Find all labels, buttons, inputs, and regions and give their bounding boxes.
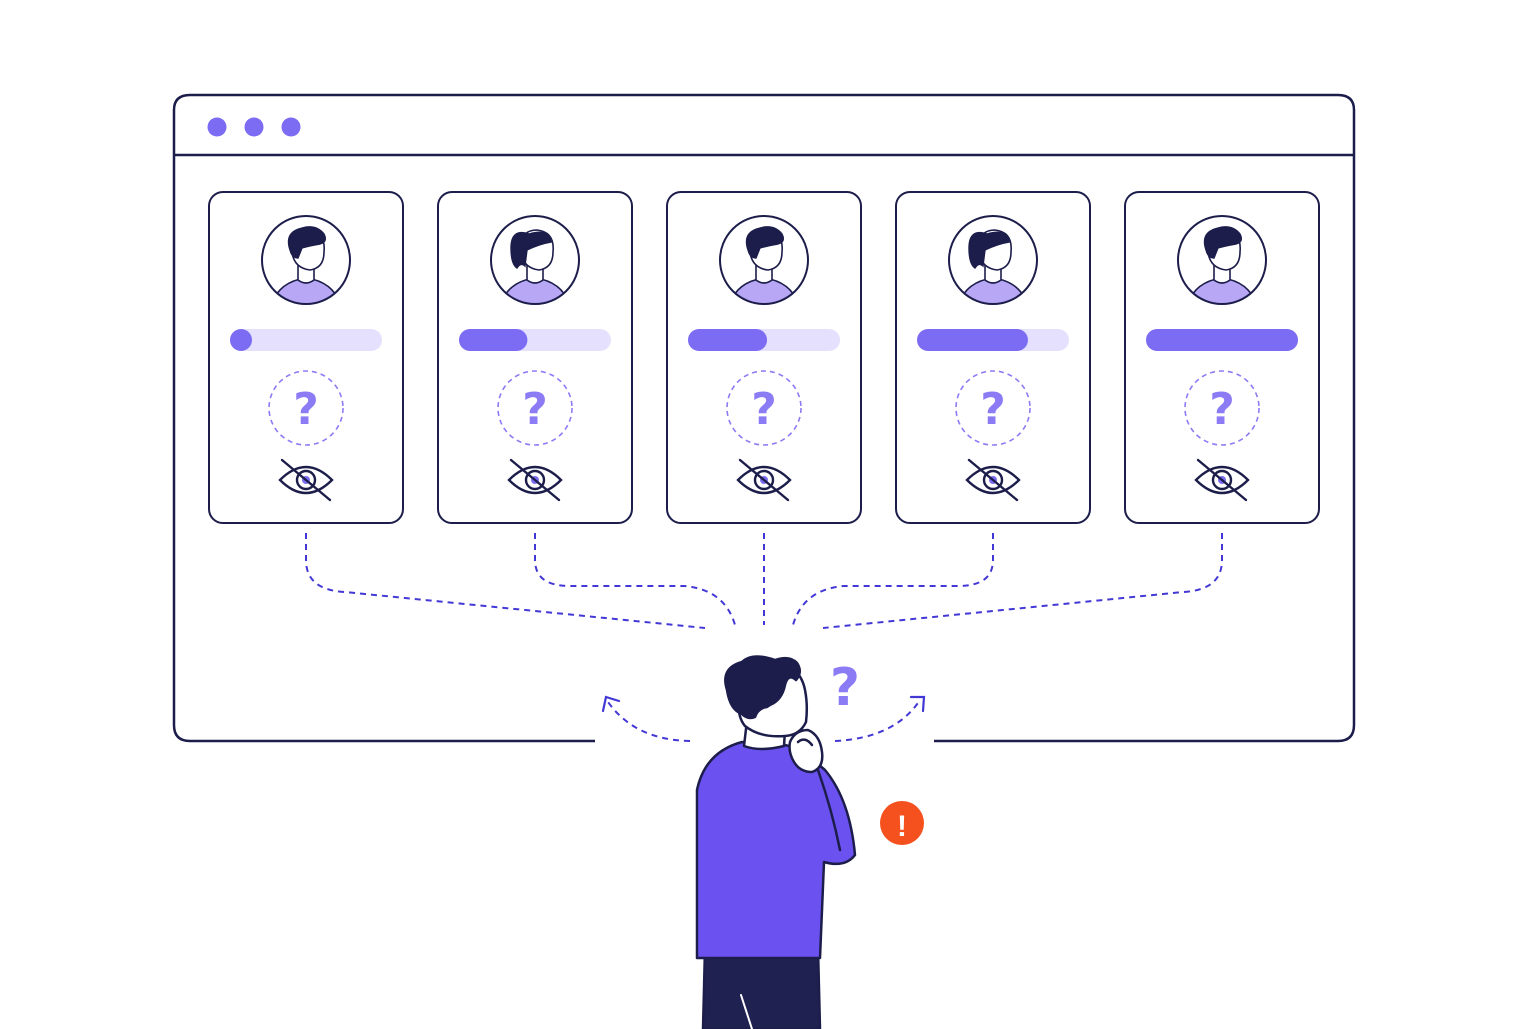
profile-card[interactable]: ?	[208, 191, 404, 524]
person-trousers-fold	[740, 994, 753, 1029]
progress-fill	[917, 329, 1028, 351]
person-forearm	[816, 768, 842, 852]
eye-slash-icon[interactable]	[507, 458, 563, 502]
browser-window-frame	[172, 93, 1356, 743]
window-dot-3[interactable]	[281, 117, 301, 137]
question-circle	[1184, 370, 1260, 446]
question-circle	[726, 370, 802, 446]
avatar-hair	[968, 231, 1010, 269]
progress-fill	[459, 329, 528, 351]
avatar-hair	[287, 226, 327, 259]
question-mark: ?	[522, 384, 548, 435]
alert-icon	[880, 801, 924, 845]
browser-window	[172, 93, 1356, 743]
eye-slash-icon[interactable]	[1194, 458, 1250, 502]
eye-slash-icon[interactable]	[965, 458, 1021, 502]
connector-1	[305, 533, 706, 629]
avatar-ring	[490, 215, 580, 305]
person-trousers	[701, 946, 822, 1029]
progress-fill	[1146, 329, 1298, 351]
progress-track	[230, 329, 382, 351]
question-mark: ?	[293, 384, 319, 435]
connector-2	[534, 533, 736, 626]
profile-card[interactable]: ?	[666, 191, 862, 524]
connectors	[305, 533, 1223, 742]
question-circle	[268, 370, 344, 446]
question-mark: ?	[980, 384, 1006, 435]
window-dot-1[interactable]	[207, 117, 227, 137]
eye-slash-icon[interactable]	[736, 458, 792, 502]
arrowhead-left-icon	[601, 695, 621, 713]
avatar-ring	[1177, 215, 1267, 305]
alert-symbol: !	[897, 810, 907, 843]
person-hand	[788, 728, 824, 774]
profile-cards: ?????	[208, 191, 1320, 524]
profile-card-frame	[895, 191, 1091, 524]
window-dot-2[interactable]	[244, 117, 264, 137]
profile-card-frame	[437, 191, 633, 524]
uncertain-arrow-right	[834, 699, 921, 742]
progress-fill	[688, 329, 768, 351]
profile-card-frame	[1124, 191, 1320, 524]
profile-card[interactable]: ?	[895, 191, 1091, 524]
profile-card-frame	[208, 191, 404, 524]
connector-4	[792, 533, 994, 626]
avatar-ring	[719, 215, 809, 305]
arrowheads	[601, 695, 926, 713]
avatar-ring	[948, 215, 1038, 305]
alert-badge: !	[880, 801, 924, 845]
avatar-hair	[510, 231, 552, 269]
question-mark: ?	[751, 384, 777, 435]
thought-question-mark: ?	[830, 658, 860, 718]
question-circle	[955, 370, 1031, 446]
thinking-person	[695, 655, 857, 1029]
avatar-hair	[745, 226, 785, 259]
connector-5	[822, 533, 1223, 629]
arrowhead-right-icon	[909, 695, 926, 713]
person-hair	[724, 655, 801, 720]
person-torso	[695, 740, 857, 960]
person-finger	[796, 738, 814, 747]
profile-card[interactable]: ?	[1124, 191, 1320, 524]
eye-slash-icon[interactable]	[278, 458, 334, 502]
question-mark: ?	[1209, 384, 1235, 435]
progress-fill	[230, 329, 252, 351]
window-controls	[207, 117, 301, 137]
profile-card-frame	[666, 191, 862, 524]
avatar-ring	[261, 215, 351, 305]
uncertain-arrow-left	[607, 701, 691, 742]
avatar-hair	[1203, 226, 1243, 259]
profile-card[interactable]: ?	[437, 191, 633, 524]
question-circle	[497, 370, 573, 446]
